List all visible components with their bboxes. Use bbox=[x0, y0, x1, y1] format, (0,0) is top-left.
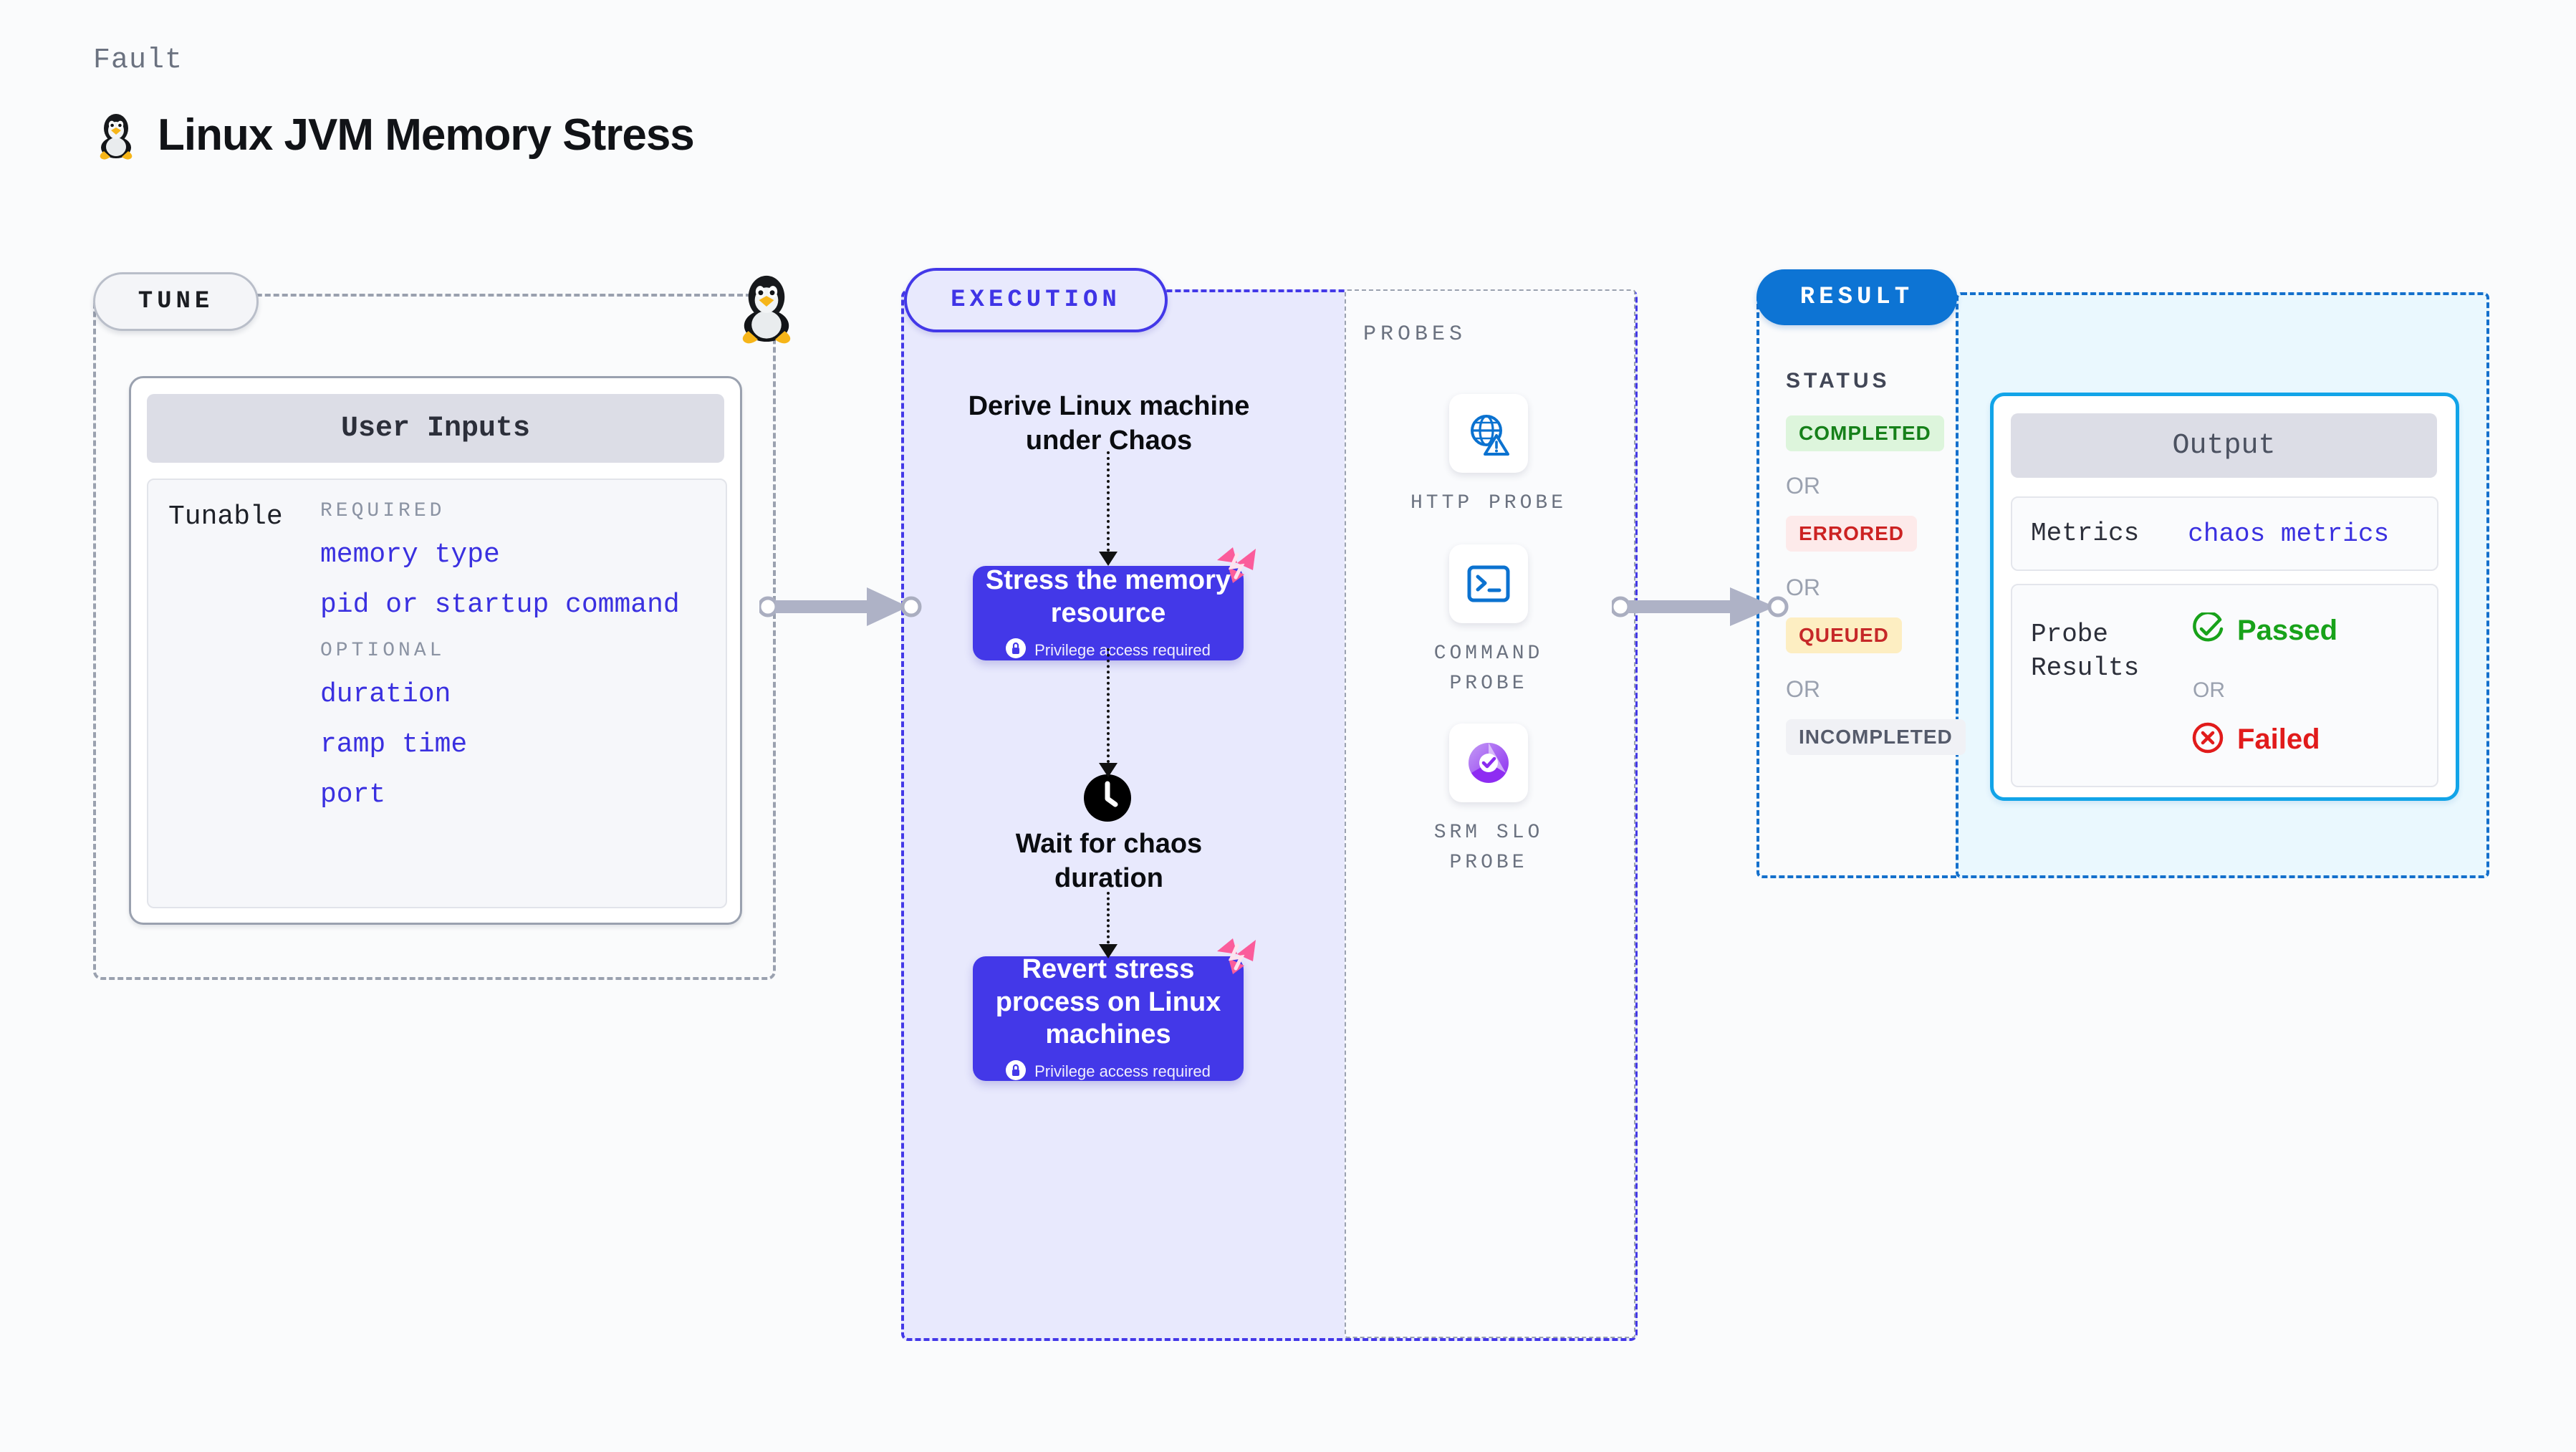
privilege-note: Privilege access required bbox=[1034, 1062, 1211, 1081]
tunable-param[interactable]: memory type bbox=[320, 539, 500, 570]
status-badge-incompleted: INCOMPLETED bbox=[1786, 719, 1966, 755]
tunable-param[interactable]: ramp time bbox=[320, 729, 468, 760]
srm-slo-donut-icon bbox=[1449, 723, 1528, 802]
required-group-label: REQUIRED bbox=[320, 500, 446, 522]
user-inputs-title: User Inputs bbox=[147, 394, 724, 463]
probes-section-label: PROBES bbox=[1363, 322, 1467, 347]
execution-pill: EXECUTION bbox=[904, 268, 1168, 332]
probe-results-row: Probe Results Passed OR Failed bbox=[2011, 584, 2438, 787]
probe-item-http[interactable]: HTTP PROBE bbox=[1403, 394, 1575, 519]
tunable-label: Tunable bbox=[168, 501, 283, 532]
title-row: Linux JVM Memory Stress bbox=[93, 107, 695, 163]
passed-label: Passed bbox=[2237, 615, 2338, 646]
status-badge-errored: ERRORED bbox=[1786, 516, 1918, 552]
probe-result-passed: Passed bbox=[2191, 610, 2338, 649]
user-inputs-card: User Inputs Tunable REQUIRED memory type… bbox=[129, 376, 742, 925]
fault-ribbon-icon bbox=[1216, 546, 1257, 586]
page-title: Linux JVM Memory Stress bbox=[158, 110, 695, 160]
tunable-param[interactable]: pid or startup command bbox=[320, 590, 680, 620]
check-circle-icon bbox=[2191, 610, 2224, 649]
tunable-list: REQUIRED memory type pid or startup comm… bbox=[320, 500, 680, 830]
fault-ribbon-icon bbox=[1216, 937, 1257, 977]
metrics-value[interactable]: chaos metrics bbox=[2188, 519, 2390, 549]
probe-item-command[interactable]: COMMAND PROBE bbox=[1403, 544, 1575, 699]
probe-label: COMMAND PROBE bbox=[1433, 643, 1544, 695]
or-separator: OR bbox=[1786, 574, 1820, 600]
derive-step-label: Derive Linux machine under Chaos bbox=[968, 391, 1250, 456]
probe-label: SRM SLO PROBE bbox=[1433, 822, 1544, 874]
x-circle-icon bbox=[2191, 721, 2224, 758]
stress-memory-node[interactable]: Stress the memory resource Privilege acc… bbox=[973, 564, 1244, 662]
tux-penguin-connector-icon bbox=[727, 265, 806, 344]
tunable-box: Tunable REQUIRED memory type pid or star… bbox=[147, 479, 727, 908]
lock-icon bbox=[1006, 638, 1027, 662]
tune-region bbox=[93, 294, 776, 980]
execution-to-result-arrow bbox=[1610, 582, 1791, 632]
flow-line bbox=[1107, 648, 1110, 769]
or-separator: OR bbox=[1786, 676, 1820, 702]
tunable-param[interactable]: port bbox=[320, 779, 386, 810]
privilege-note: Privilege access required bbox=[1034, 640, 1211, 659]
page-header: Fault Linux JVM Memory Stress bbox=[93, 44, 695, 163]
probe-label: HTTP PROBE bbox=[1410, 492, 1567, 514]
failed-label: Failed bbox=[2237, 723, 2320, 755]
tux-penguin-icon bbox=[93, 107, 139, 163]
stress-node-title: Stress the memory resource bbox=[985, 564, 1231, 628]
fault-kicker: Fault bbox=[93, 44, 183, 77]
or-separator: OR bbox=[2193, 678, 2225, 702]
flow-line bbox=[1107, 892, 1110, 949]
flow-line bbox=[1107, 451, 1110, 557]
result-pill: RESULT bbox=[1756, 269, 1957, 325]
revert-node-title: Revert stress process on Linux machines bbox=[995, 954, 1221, 1050]
wait-step-label: Wait for chaos duration bbox=[1015, 829, 1203, 893]
terminal-icon bbox=[1449, 544, 1528, 623]
flow-arrowhead bbox=[1099, 763, 1118, 777]
status-badge-completed: COMPLETED bbox=[1786, 415, 1944, 451]
probe-results-key: Probe Results bbox=[2031, 620, 2140, 683]
flow-arrowhead bbox=[1099, 944, 1118, 958]
status-section-label: STATUS bbox=[1786, 369, 1890, 393]
output-title: Output bbox=[2011, 413, 2437, 478]
tune-pill: TUNE bbox=[93, 272, 259, 331]
privilege-row: Privilege access required bbox=[1006, 1059, 1211, 1084]
optional-group-label: OPTIONAL bbox=[320, 640, 446, 662]
probe-item-srm-slo[interactable]: SRM SLO PROBE bbox=[1403, 723, 1575, 878]
output-card: Output Metrics chaos metrics Probe Resul… bbox=[1990, 393, 2459, 801]
status-badge-queued: QUEUED bbox=[1786, 617, 1902, 653]
metrics-key: Metrics bbox=[2031, 518, 2140, 548]
revert-stress-node[interactable]: Revert stress process on Linux machines … bbox=[973, 954, 1244, 1084]
tunable-param[interactable]: duration bbox=[320, 679, 451, 710]
privilege-row: Privilege access required bbox=[1006, 638, 1211, 662]
tune-to-execution-arrow bbox=[757, 582, 924, 632]
probe-result-failed: Failed bbox=[2191, 721, 2320, 758]
metrics-row: Metrics chaos metrics bbox=[2011, 496, 2438, 571]
clock-icon bbox=[1083, 774, 1132, 822]
lock-icon bbox=[1006, 1059, 1027, 1084]
globe-warning-icon bbox=[1449, 394, 1528, 473]
flow-arrowhead bbox=[1099, 552, 1118, 566]
or-separator: OR bbox=[1786, 473, 1820, 499]
